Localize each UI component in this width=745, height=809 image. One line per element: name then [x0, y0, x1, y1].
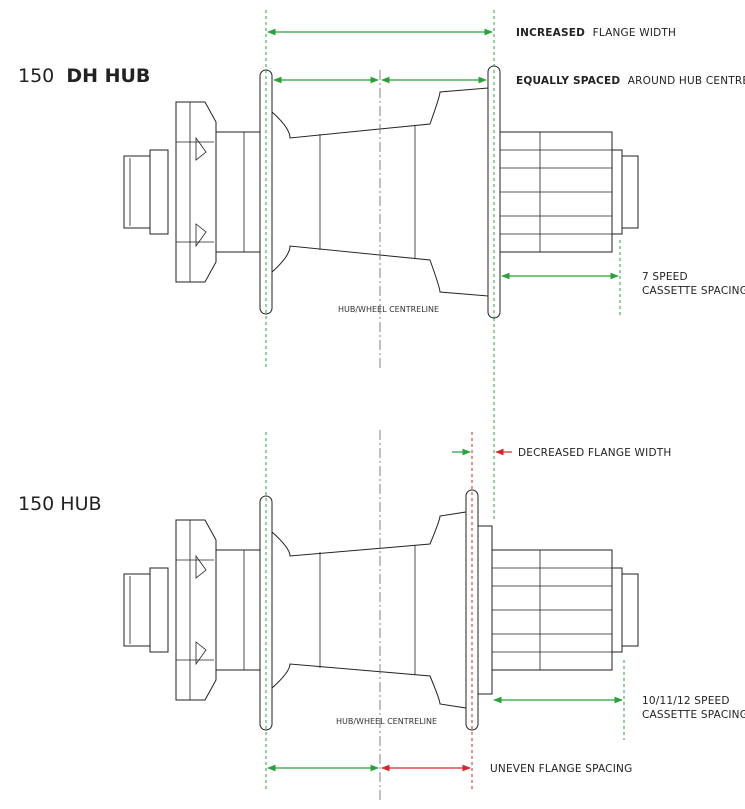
bottom-left-end-cap — [123, 573, 151, 647]
top-centreline-label: HUB/WHEEL CENTRELINE — [338, 305, 439, 314]
bottom-rotor-mount — [175, 519, 217, 701]
top-hub-title: 150 DH HUB — [18, 65, 150, 87]
bottom-hub-body — [271, 511, 467, 709]
top-hub-title-bold: DH HUB — [66, 65, 150, 87]
bottom-hub-title: 150 HUB — [18, 493, 102, 515]
top-spacing-annotation-rest: AROUND HUB CENTRELINE — [628, 75, 745, 87]
top-cassette-label-2: CASSETTE SPACING — [642, 285, 745, 297]
bottom-centreline-label: HUB/WHEEL CENTRELINE — [336, 717, 437, 726]
bottom-hub-group: 150 HUB — [18, 318, 745, 800]
bottom-right-flange — [465, 489, 479, 731]
top-hub-drawing — [123, 65, 639, 319]
bottom-cassette-label-2: CASSETTE SPACING — [642, 709, 745, 721]
top-spacing-annotation-bold: EQUALLY SPACED — [516, 75, 620, 87]
bottom-hub-drawing — [123, 489, 639, 731]
top-flange-annotation-rest: FLANGE WIDTH — [593, 27, 677, 39]
top-flange-annotation-bold: INCREASED — [516, 27, 585, 39]
top-flange-annotation: INCREASED FLANGE WIDTH — [516, 27, 676, 39]
top-cassette-label-1: 7 SPEED — [642, 271, 688, 283]
bottom-cassette-label-1: 10/11/12 SPEED — [642, 695, 730, 707]
top-hub-title-number: 150 — [18, 65, 54, 87]
top-left-end-cap — [123, 155, 151, 229]
top-hub-group: 150 DH HUB — [18, 10, 745, 370]
bottom-flange-annotation: DECREASED FLANGE WIDTH — [518, 447, 671, 459]
bottom-uneven-label: UNEVEN FLANGE SPACING — [490, 763, 632, 775]
top-rotor-mount — [175, 101, 217, 283]
top-spacing-annotation: EQUALLY SPACED AROUND HUB CENTRELINE — [516, 75, 745, 87]
